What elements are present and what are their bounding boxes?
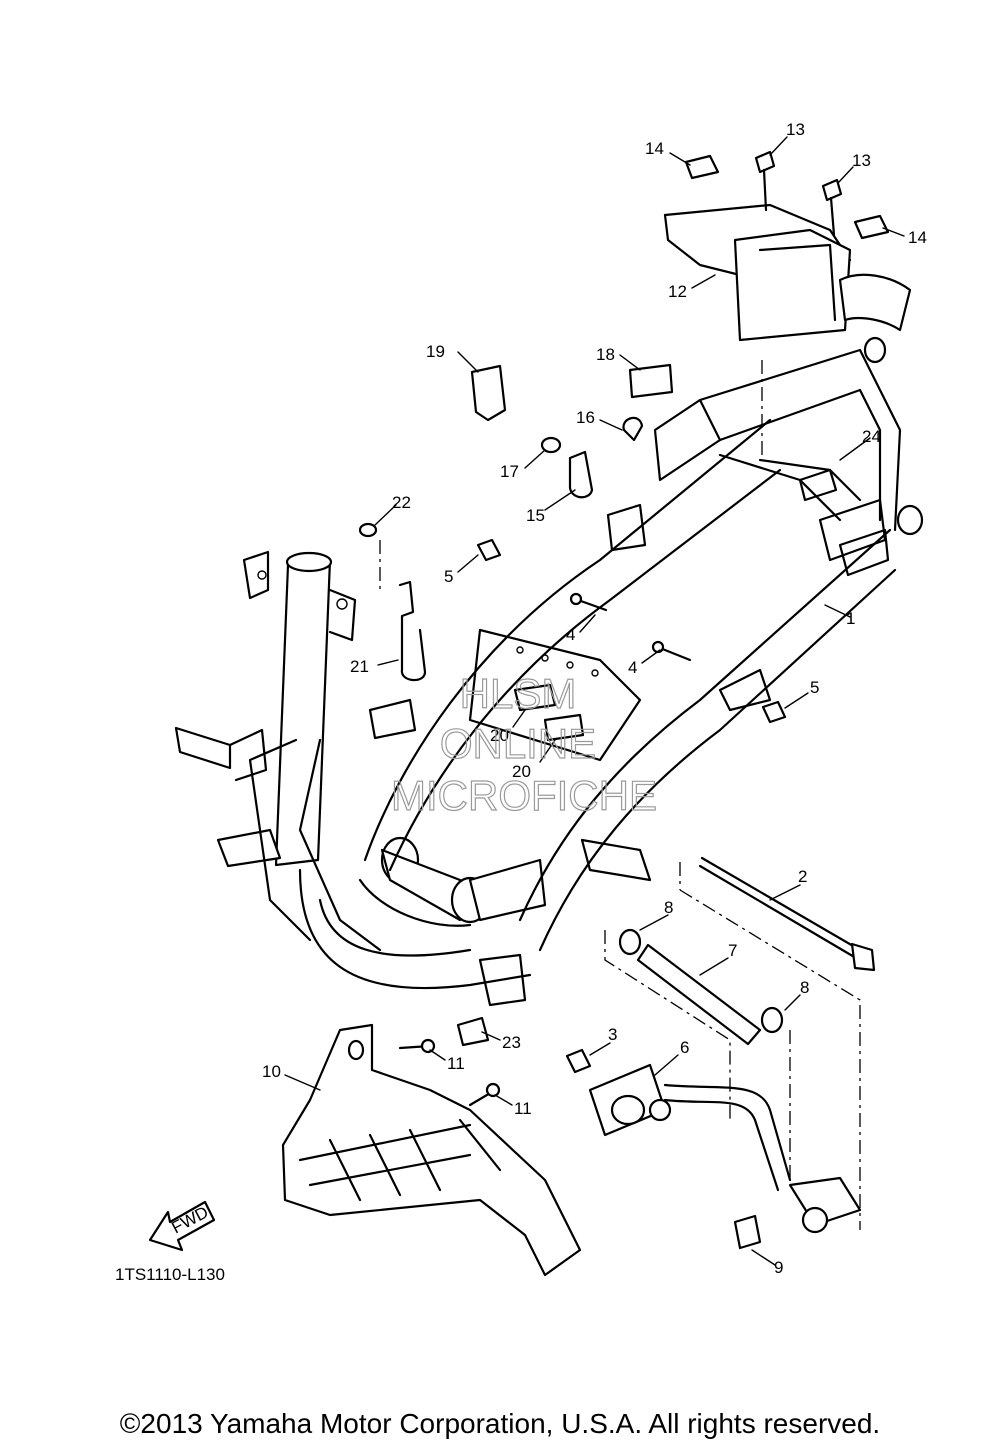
main-frame	[174, 336, 924, 1007]
callout-17: 17	[500, 462, 519, 481]
bushing-8b	[760, 1006, 784, 1034]
diagram-code: 1TS1110-L130	[115, 1265, 225, 1284]
callout-15: 15	[526, 506, 545, 525]
nut-3	[565, 1048, 592, 1074]
nut-5b	[761, 700, 787, 724]
bolt-13b	[821, 178, 843, 237]
callout-13a: 13	[786, 120, 805, 139]
callout-1: 1	[846, 609, 855, 628]
callout-4b: 4	[628, 658, 637, 677]
callout-8a: 8	[664, 898, 673, 917]
bolt-4b	[658, 646, 692, 662]
callout-7: 7	[728, 941, 737, 960]
callout-13b: 13	[852, 151, 871, 170]
callout-24: 24	[862, 427, 881, 446]
callout-4a: 4	[566, 625, 575, 644]
clip-19	[470, 364, 507, 422]
clip-16	[622, 416, 644, 442]
callout-22: 22	[392, 493, 411, 512]
watermark: HLSM ONLINE MICROFICHE	[390, 669, 657, 819]
pad-18	[628, 363, 674, 399]
callout-5b: 5	[810, 678, 819, 697]
pad-23	[456, 1016, 490, 1047]
callout-10: 10	[262, 1062, 281, 1081]
nut-17	[540, 436, 562, 454]
nut-22	[358, 522, 378, 538]
engine-hanger-6	[588, 1063, 862, 1234]
callout-19: 19	[426, 342, 445, 361]
callout-20a: 20	[490, 726, 509, 745]
callout-14a: 14	[645, 139, 664, 158]
callout-11b: 11	[514, 1099, 532, 1118]
damper-9	[733, 1214, 762, 1250]
callout-11a: 11	[447, 1054, 465, 1073]
collar-7	[636, 943, 762, 1046]
clip-20a	[513, 683, 557, 712]
callout-3: 3	[608, 1025, 617, 1044]
watermark-line-1: HLSM	[460, 670, 577, 717]
nut-5a	[476, 538, 502, 562]
clamp-15	[568, 450, 594, 499]
callout-12: 12	[668, 282, 687, 301]
callout-21: 21	[350, 657, 369, 676]
shaft-2	[698, 856, 876, 972]
callout-5a: 5	[444, 567, 453, 586]
bracket-10	[281, 1023, 582, 1277]
bracket-24	[798, 468, 838, 502]
watermark-line-3: MICROFICHE	[391, 772, 657, 819]
copyright-notice: ©2013 Yamaha Motor Corporation, U.S.A. A…	[119, 1408, 881, 1439]
bolt-13a	[754, 150, 776, 212]
callout-16: 16	[576, 408, 595, 427]
callout-6: 6	[680, 1038, 689, 1057]
fwd-arrow: FWD	[148, 1200, 216, 1252]
callout-9: 9	[774, 1258, 783, 1277]
callout-numbers: 1 2 3 4 4 5 5 6 7 8 8 9 10 11 11 12 13 1…	[262, 120, 927, 1277]
callout-23: 23	[502, 1033, 521, 1052]
leader-lines	[284, 136, 905, 1266]
callout-2: 2	[798, 867, 807, 886]
watermark-line-2: ONLINE	[440, 720, 596, 767]
clip-20b	[543, 713, 585, 742]
callout-18: 18	[596, 345, 615, 364]
hook-21	[398, 580, 427, 682]
callout-14b: 14	[908, 228, 927, 247]
callout-8b: 8	[800, 978, 809, 997]
bolt-4a	[576, 598, 608, 612]
callout-20b: 20	[512, 762, 531, 781]
bushing-8a	[618, 928, 642, 956]
pad-14b	[853, 214, 890, 240]
pad-14a	[684, 154, 720, 180]
rear-fender-bracket	[663, 203, 912, 342]
